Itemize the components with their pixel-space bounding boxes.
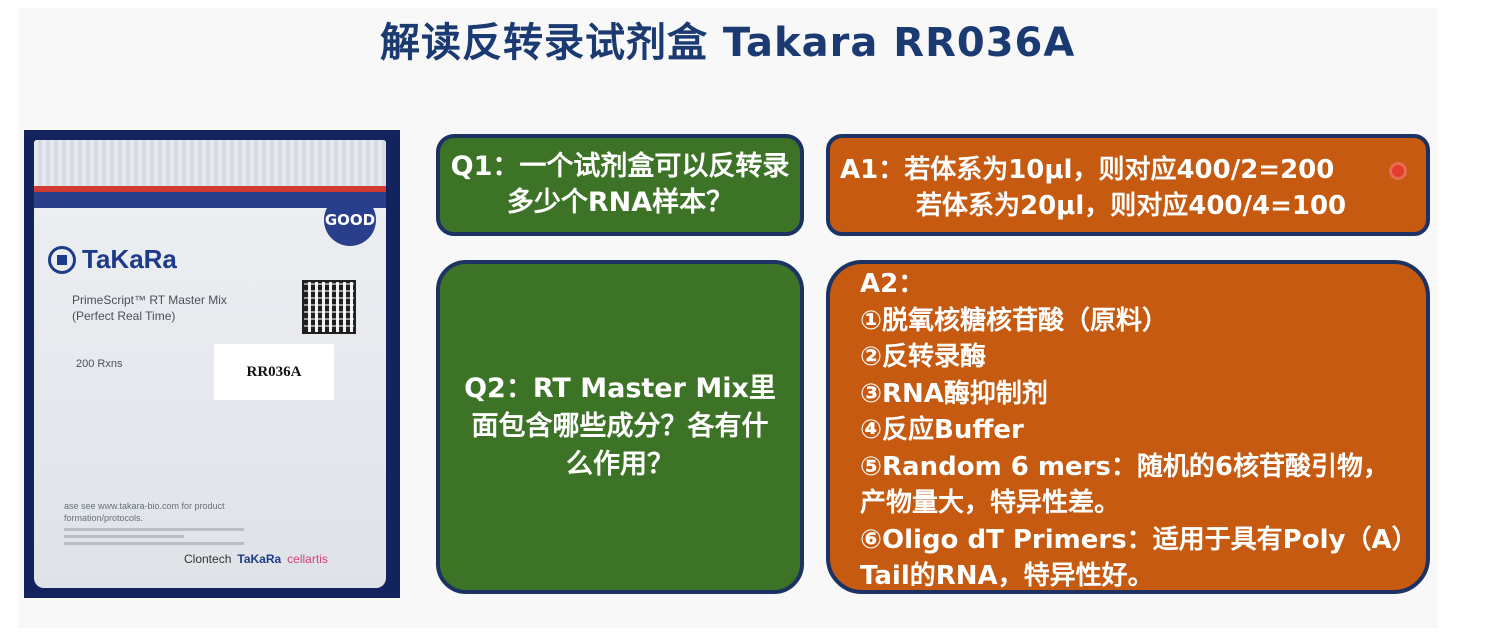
kit-photo: GOOD TaKaRa PrimeScript™ RT Master Mix (… xyxy=(24,130,400,598)
takara-logo-icon xyxy=(48,245,76,274)
answer-2-item: ⑥Oligo dT Primers：适用于具有Poly（A）Tail的RNA，特… xyxy=(860,524,1405,592)
slide-title: 解读反转录试剂盒 Takara RR036A xyxy=(380,20,1076,66)
brand-takara: TaKaRa xyxy=(237,552,282,566)
answer-1-line2: 若体系为20μl，则对应400/4=100 xyxy=(916,191,1347,221)
answer-2-box: A2： ①脱氧核糖核苷酸（原料） ②反转录酶 ③RNA酶抑制剂 ④反应Buffe… xyxy=(826,260,1430,594)
brand-clontech: Clontech xyxy=(184,552,232,566)
takara-logo: TaKaRa xyxy=(48,244,177,275)
answer-2-item: ①脱氧核糖核苷酸（原料） xyxy=(860,305,1169,336)
question-2-box: Q2：RT Master Mix里面包含哪些成分？各有什么作用？ xyxy=(436,260,804,594)
answer-1-line1: A1：若体系为10μl，则对应400/2=200 xyxy=(840,155,1335,185)
bag-color-band xyxy=(34,186,386,208)
brand-row: Clontech TaKaRa cellartis xyxy=(184,552,328,566)
question-1-box: Q1：一个试剂盒可以反转录多少个RNA样本？ xyxy=(436,134,804,236)
answer-2-item: ②反转录酶 xyxy=(860,342,987,372)
takara-logo-text: TaKaRa xyxy=(82,244,177,274)
laser-pointer-icon xyxy=(1392,165,1404,177)
question-2-text: Q2：RT Master Mix里面包含哪些成分？各有什么作用？ xyxy=(464,373,776,480)
answer-2-item: ③RNA酶抑制剂 xyxy=(860,378,1048,409)
answer-1-box: A1：若体系为10μl，则对应400/2=200 若体系为20μl，则对应400… xyxy=(826,134,1430,236)
fine-print-text: ase see www.takara-bio.com for product f… xyxy=(64,501,225,523)
reaction-count: 200 Rxns xyxy=(76,358,123,370)
answer-2-item: ④反应Buffer xyxy=(860,415,1024,445)
fine-print-line xyxy=(64,535,184,538)
good-badge: GOOD xyxy=(324,194,376,246)
kit-bag: GOOD TaKaRa PrimeScript™ RT Master Mix (… xyxy=(34,140,386,588)
brand-cellartis: cellartis xyxy=(287,552,328,566)
qr-code-icon xyxy=(302,280,356,334)
product-name-line1: PrimeScript™ RT Master Mix xyxy=(72,293,227,307)
fine-print-line xyxy=(64,542,244,545)
fine-print: ase see www.takara-bio.com for product f… xyxy=(64,500,264,549)
fine-print-line xyxy=(64,528,244,531)
catalog-number-label: RR036A xyxy=(214,344,334,400)
bag-seal xyxy=(34,140,386,186)
answer-2-item: ⑤Random 6 mers：随机的6核苷酸引物，产物量大，特异性差。 xyxy=(860,451,1389,519)
product-name: PrimeScript™ RT Master Mix (Perfect Real… xyxy=(72,292,227,324)
answer-2-heading: A2： xyxy=(860,269,925,299)
question-1-text: Q1：一个试剂盒可以反转录多少个RNA样本？ xyxy=(450,151,790,218)
product-name-line2: (Perfect Real Time) xyxy=(72,309,176,323)
